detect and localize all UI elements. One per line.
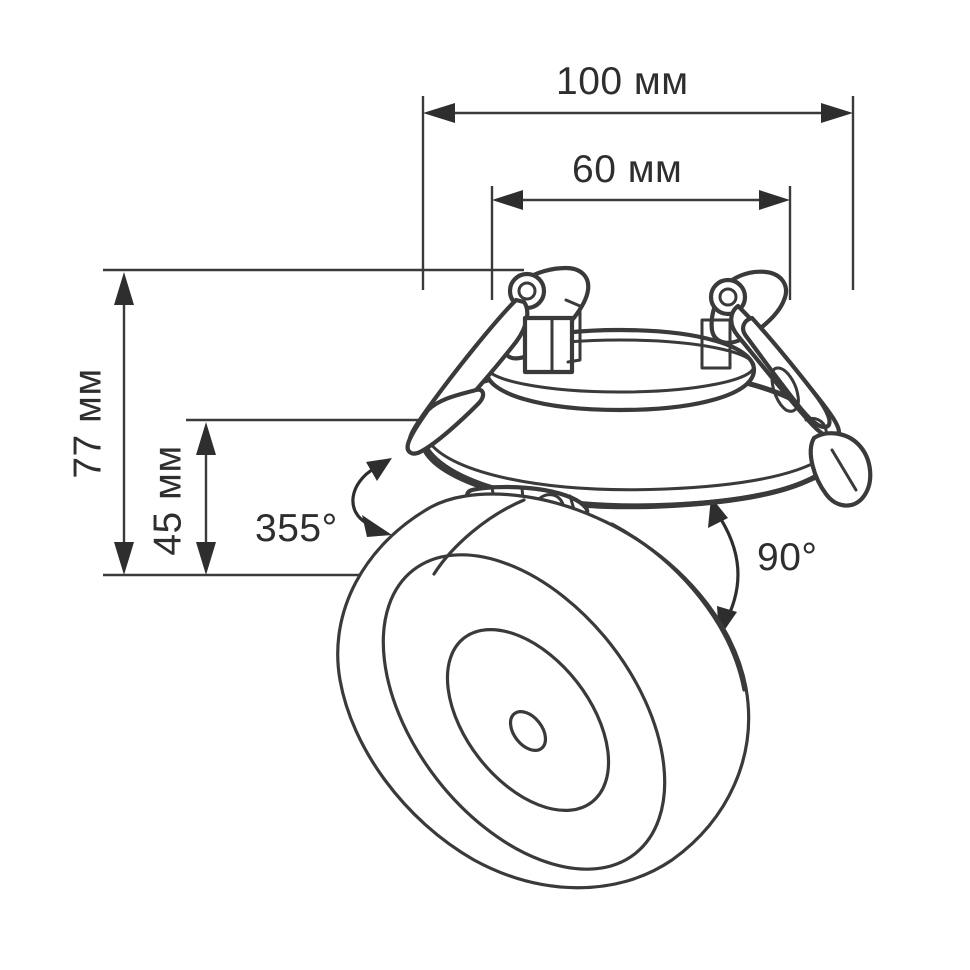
arrowhead-355-upper xyxy=(366,458,392,481)
clip-left-pivot-hole xyxy=(517,281,537,301)
extension-lines xyxy=(103,96,855,577)
rotation-arc-355 xyxy=(351,458,392,537)
clip-right-paddle-fold xyxy=(830,448,858,492)
dim-label-45mm: 45 мм xyxy=(146,445,190,556)
arc-90-path xyxy=(715,511,740,621)
angle-label-355: 355° xyxy=(255,507,338,550)
arrowhead-60mm-right xyxy=(759,190,790,210)
lamp-head-lens xyxy=(508,710,548,752)
angle-label-90: 90° xyxy=(757,536,818,579)
lamp-head-top-rim xyxy=(432,498,526,576)
arrowhead-45mm-bottom xyxy=(196,542,216,575)
dim-label-60mm: 60 мм xyxy=(572,148,683,191)
arrowhead-45mm-top xyxy=(196,422,216,455)
clip-right-bracket xyxy=(700,318,732,370)
dimension-line-100mm xyxy=(423,103,853,123)
dim-label-77mm: 77 мм xyxy=(66,368,110,479)
clip-left-bracket xyxy=(522,315,575,375)
clip-left-tab xyxy=(564,298,582,364)
clip-right-eyelet xyxy=(770,366,800,413)
dim-label-100mm: 100 мм xyxy=(556,60,689,103)
arrowhead-77mm-bottom xyxy=(114,542,134,575)
lamp-head-reflector-ring xyxy=(445,627,611,813)
dimension-line-45mm xyxy=(196,422,216,575)
clip-right-paddle xyxy=(808,431,873,508)
lamp-head-rear-contour xyxy=(610,522,746,692)
clip-left-foot xyxy=(405,387,486,456)
arrowhead-100mm-right xyxy=(821,103,853,123)
arrowhead-355-lower xyxy=(362,515,392,537)
arrowhead-77mm-top xyxy=(114,272,134,305)
spring-clip-left xyxy=(405,265,591,456)
arc-355-path xyxy=(351,466,377,526)
spring-clip-right xyxy=(700,269,873,508)
arrowhead-100mm-left xyxy=(423,103,455,123)
clip-right-pivot-hole xyxy=(718,287,738,307)
dimension-line-60mm xyxy=(492,190,790,210)
dimension-line-77mm xyxy=(114,272,134,575)
arrowhead-60mm-left xyxy=(492,190,523,210)
lamp-head-front-face xyxy=(381,553,667,871)
lamp-head xyxy=(336,492,751,890)
lamp-head-outer-body xyxy=(336,492,751,890)
